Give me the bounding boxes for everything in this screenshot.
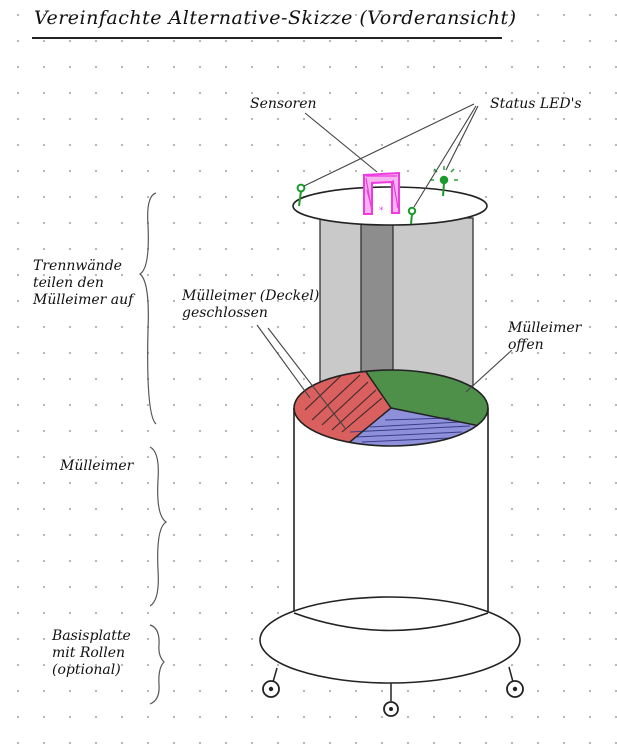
diagram-title: Vereinfachte Alternative-Skizze (Vordera… — [34, 7, 517, 29]
svg-text:*: * — [379, 206, 384, 216]
title-underline — [32, 37, 502, 39]
label-status-leds: Status LED's — [490, 96, 582, 112]
label-basisplatte: Basisplatte mit Rollen (optional) — [52, 628, 131, 678]
label-muelleimer-geschlossen: Mülleimer (Deckel) geschlossen — [182, 288, 320, 321]
compartment-closed-blue — [294, 408, 488, 446]
top-lid — [292, 186, 488, 226]
brace-muelleimer — [149, 446, 168, 607]
braces — [138, 192, 168, 705]
divider-wall-middle — [360, 217, 395, 391]
status-led-left-icon — [296, 183, 306, 207]
status-led-middle-icon — [407, 206, 417, 225]
divider-walls — [319, 217, 474, 391]
divider-wall-left — [319, 217, 363, 389]
status-led-right-icon — [430, 166, 458, 197]
leader-lines — [256, 103, 513, 429]
brace-trennwaende — [138, 192, 157, 425]
base-plate — [259, 596, 521, 684]
wheel-right-icon — [506, 666, 524, 698]
wheel-left-icon — [262, 667, 280, 698]
wheel-middle-icon — [383, 683, 399, 717]
sensor-icon: * — [363, 171, 400, 216]
label-muelleimer-offen: Mülleimer offen — [508, 320, 582, 353]
label-muelleimer: Mülleimer — [60, 458, 134, 474]
label-sensoren: Sensoren — [250, 96, 317, 112]
brace-basisplatte — [149, 624, 165, 705]
label-trennwaende: Trennwände teilen den Mülleimer auf — [33, 258, 134, 308]
divider-wall-right — [392, 217, 474, 387]
